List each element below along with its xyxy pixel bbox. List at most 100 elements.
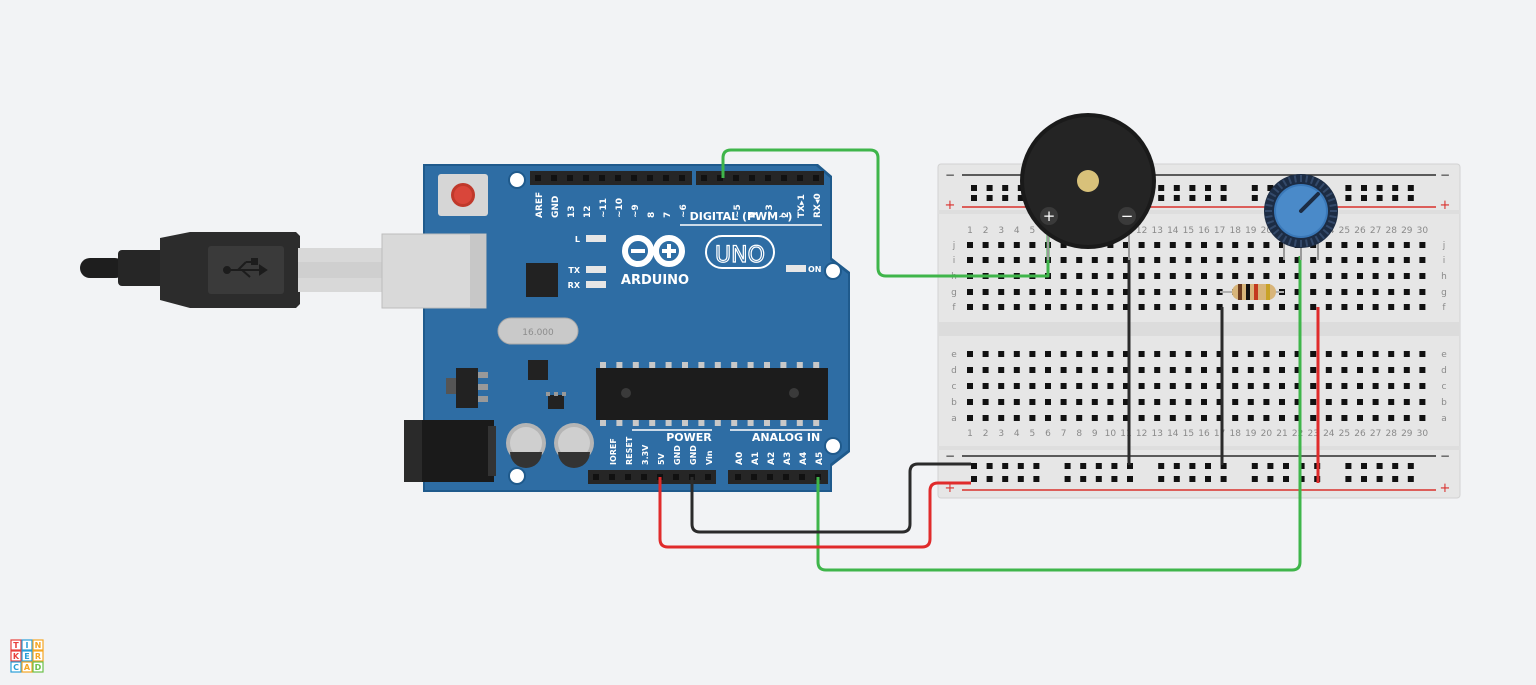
breadboard-hole[interactable] bbox=[1403, 273, 1410, 279]
rail-hole[interactable] bbox=[1220, 463, 1227, 469]
breadboard-hole[interactable] bbox=[1185, 273, 1192, 279]
breadboard-hole[interactable] bbox=[1341, 273, 1348, 279]
breadboard-hole[interactable] bbox=[1372, 383, 1379, 389]
breadboard-hole[interactable] bbox=[1201, 257, 1207, 263]
breadboard-hole[interactable] bbox=[1185, 242, 1192, 248]
breadboard-hole[interactable] bbox=[1076, 367, 1083, 373]
breadboard-hole[interactable] bbox=[1279, 304, 1285, 310]
breadboard-hole[interactable] bbox=[1060, 351, 1067, 357]
breadboard-hole[interactable] bbox=[998, 399, 1005, 405]
breadboard-hole[interactable] bbox=[982, 304, 989, 310]
digital-header-hole[interactable] bbox=[813, 175, 819, 181]
reset-button[interactable] bbox=[438, 174, 488, 216]
breadboard-hole[interactable] bbox=[1388, 399, 1395, 405]
breadboard-hole[interactable] bbox=[1060, 242, 1067, 248]
breadboard-hole[interactable] bbox=[1279, 351, 1285, 357]
rail-hole[interactable] bbox=[1251, 476, 1258, 482]
breadboard-hole[interactable] bbox=[1123, 367, 1129, 373]
breadboard-hole[interactable] bbox=[1123, 289, 1129, 295]
rail-hole[interactable] bbox=[1376, 476, 1383, 482]
rail-hole[interactable] bbox=[1017, 195, 1024, 201]
breadboard-hole[interactable] bbox=[1357, 273, 1363, 279]
digital-header-hole[interactable] bbox=[647, 175, 653, 181]
breadboard-hole[interactable] bbox=[1357, 399, 1363, 405]
breadboard-hole[interactable] bbox=[1076, 273, 1083, 279]
breadboard-hole[interactable] bbox=[1013, 399, 1020, 405]
rail-hole[interactable] bbox=[1361, 476, 1367, 482]
breadboard-hole[interactable] bbox=[998, 367, 1005, 373]
breadboard-hole[interactable] bbox=[1279, 367, 1285, 373]
rail-hole[interactable] bbox=[1251, 185, 1258, 191]
rail-hole[interactable] bbox=[986, 195, 993, 201]
rail-hole[interactable] bbox=[1173, 185, 1180, 191]
breadboard-hole[interactable] bbox=[1247, 383, 1254, 389]
rail-hole[interactable] bbox=[1127, 463, 1133, 469]
breadboard-hole[interactable] bbox=[1154, 367, 1161, 373]
breadboard-hole[interactable] bbox=[1388, 242, 1395, 248]
digital-header-hole[interactable] bbox=[733, 175, 739, 181]
rail-hole[interactable] bbox=[1407, 195, 1414, 201]
rail-hole[interactable] bbox=[1158, 463, 1165, 469]
breadboard-hole[interactable] bbox=[1045, 415, 1051, 421]
breadboard-hole[interactable] bbox=[1123, 257, 1129, 263]
rail-hole[interactable] bbox=[1033, 463, 1040, 469]
breadboard-hole[interactable] bbox=[1060, 304, 1067, 310]
rail-hole[interactable] bbox=[1173, 463, 1180, 469]
breadboard-hole[interactable] bbox=[1169, 257, 1176, 263]
rail-hole[interactable] bbox=[1002, 185, 1009, 191]
breadboard-hole[interactable] bbox=[1060, 415, 1067, 421]
breadboard-hole[interactable] bbox=[1232, 257, 1239, 263]
digital-header-hole[interactable] bbox=[797, 175, 803, 181]
breadboard-hole[interactable] bbox=[1154, 399, 1161, 405]
breadboard-hole[interactable] bbox=[1154, 273, 1161, 279]
breadboard-hole[interactable] bbox=[998, 415, 1005, 421]
breadboard-hole[interactable] bbox=[1325, 242, 1332, 248]
breadboard-hole[interactable] bbox=[1154, 383, 1161, 389]
breadboard-hole[interactable] bbox=[1419, 383, 1426, 389]
analog-header-hole[interactable] bbox=[735, 474, 741, 480]
breadboard-hole[interactable] bbox=[1076, 383, 1083, 389]
rail-hole[interactable] bbox=[1189, 185, 1196, 191]
breadboard-hole[interactable] bbox=[1123, 351, 1129, 357]
breadboard-hole[interactable] bbox=[1247, 399, 1254, 405]
rail-hole[interactable] bbox=[1298, 476, 1305, 482]
breadboard-hole[interactable] bbox=[1201, 242, 1207, 248]
rail-hole[interactable] bbox=[1158, 185, 1165, 191]
rail-hole[interactable] bbox=[1033, 476, 1040, 482]
breadboard-hole[interactable] bbox=[1372, 399, 1379, 405]
rail-hole[interactable] bbox=[1158, 476, 1165, 482]
breadboard-hole[interactable] bbox=[1232, 367, 1239, 373]
breadboard-hole[interactable] bbox=[1201, 351, 1207, 357]
breadboard-hole[interactable] bbox=[1029, 289, 1036, 295]
breadboard-hole[interactable] bbox=[1403, 257, 1410, 263]
breadboard-hole[interactable] bbox=[1138, 304, 1145, 310]
breadboard-hole[interactable] bbox=[1388, 257, 1395, 263]
breadboard-hole[interactable] bbox=[1341, 399, 1348, 405]
breadboard-hole[interactable] bbox=[998, 242, 1005, 248]
breadboard-hole[interactable] bbox=[1138, 257, 1145, 263]
breadboard-hole[interactable] bbox=[1372, 351, 1379, 357]
breadboard-hole[interactable] bbox=[982, 399, 989, 405]
breadboard-hole[interactable] bbox=[1029, 399, 1036, 405]
breadboard-hole[interactable] bbox=[1310, 367, 1317, 373]
breadboard-hole[interactable] bbox=[1216, 273, 1223, 279]
breadboard-hole[interactable] bbox=[1107, 415, 1114, 421]
breadboard-hole[interactable] bbox=[1123, 242, 1129, 248]
digital-header-hole[interactable] bbox=[599, 175, 605, 181]
breadboard-hole[interactable] bbox=[1294, 304, 1301, 310]
breadboard-hole[interactable] bbox=[967, 289, 973, 295]
breadboard-hole[interactable] bbox=[1107, 304, 1114, 310]
breadboard-hole[interactable] bbox=[1310, 399, 1317, 405]
breadboard-hole[interactable] bbox=[1419, 273, 1426, 279]
breadboard-hole[interactable] bbox=[1169, 273, 1176, 279]
breadboard-hole[interactable] bbox=[1216, 289, 1223, 295]
breadboard-hole[interactable] bbox=[1357, 367, 1363, 373]
breadboard-hole[interactable] bbox=[1341, 415, 1348, 421]
breadboard-hole[interactable] bbox=[1279, 257, 1285, 263]
breadboard-hole[interactable] bbox=[1216, 415, 1223, 421]
breadboard-hole[interactable] bbox=[1279, 399, 1285, 405]
breadboard-hole[interactable] bbox=[1154, 415, 1161, 421]
breadboard-hole[interactable] bbox=[1232, 415, 1239, 421]
breadboard-hole[interactable] bbox=[1013, 367, 1020, 373]
